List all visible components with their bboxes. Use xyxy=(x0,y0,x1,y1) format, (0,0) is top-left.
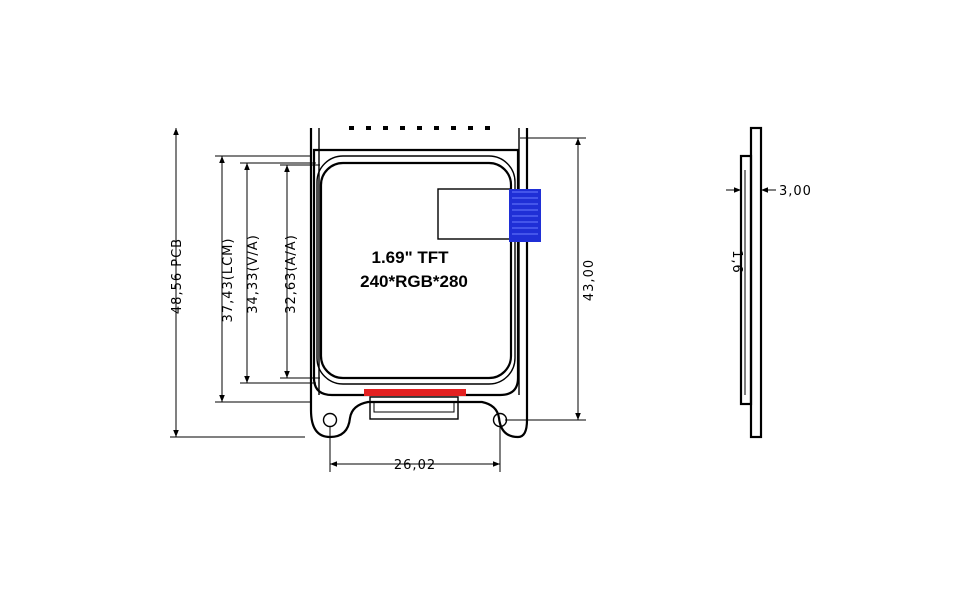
lcm-frame xyxy=(312,148,520,397)
dim-module-height: 43,00 xyxy=(582,259,597,301)
dimension-lines-left: 48,56 PCB 37,43(LCM) 34,33(V/A) 32,63(A/… xyxy=(170,128,320,438)
dim-side-thickness: 3,00 xyxy=(779,184,812,199)
connector-slot xyxy=(373,401,455,413)
product-resolution-label: 240*RGB*280 xyxy=(360,272,468,291)
header-pins xyxy=(349,126,490,130)
mount-hole-left xyxy=(322,412,338,428)
side-pcb xyxy=(749,126,763,439)
front-view: 1.69" TFT 240*RGB*280 xyxy=(309,126,541,439)
fpc-tail xyxy=(437,188,511,240)
dim-side-small: 1,6 xyxy=(729,250,744,274)
bottom-connector xyxy=(364,389,466,396)
product-size-label: 1.69" TFT xyxy=(371,248,449,267)
dimension-lines-right: 43,00 26,02 xyxy=(329,137,597,473)
cover-lens xyxy=(316,155,516,385)
dim-aa-height: 32,63(A/A) xyxy=(284,234,299,314)
dim-va-height: 34,33(V/A) xyxy=(246,234,261,314)
dim-pcb-height: 48,56 PCB xyxy=(170,238,185,314)
side-view: 3,00 1,6 xyxy=(726,126,812,439)
active-area xyxy=(319,161,513,380)
fpc-pattern xyxy=(512,191,538,235)
dim-lcm-height: 37,43(LCM) xyxy=(221,238,236,323)
connector-body xyxy=(369,396,459,420)
side-lcm xyxy=(739,154,753,406)
dim-hole-spacing: 26,02 xyxy=(394,458,436,473)
